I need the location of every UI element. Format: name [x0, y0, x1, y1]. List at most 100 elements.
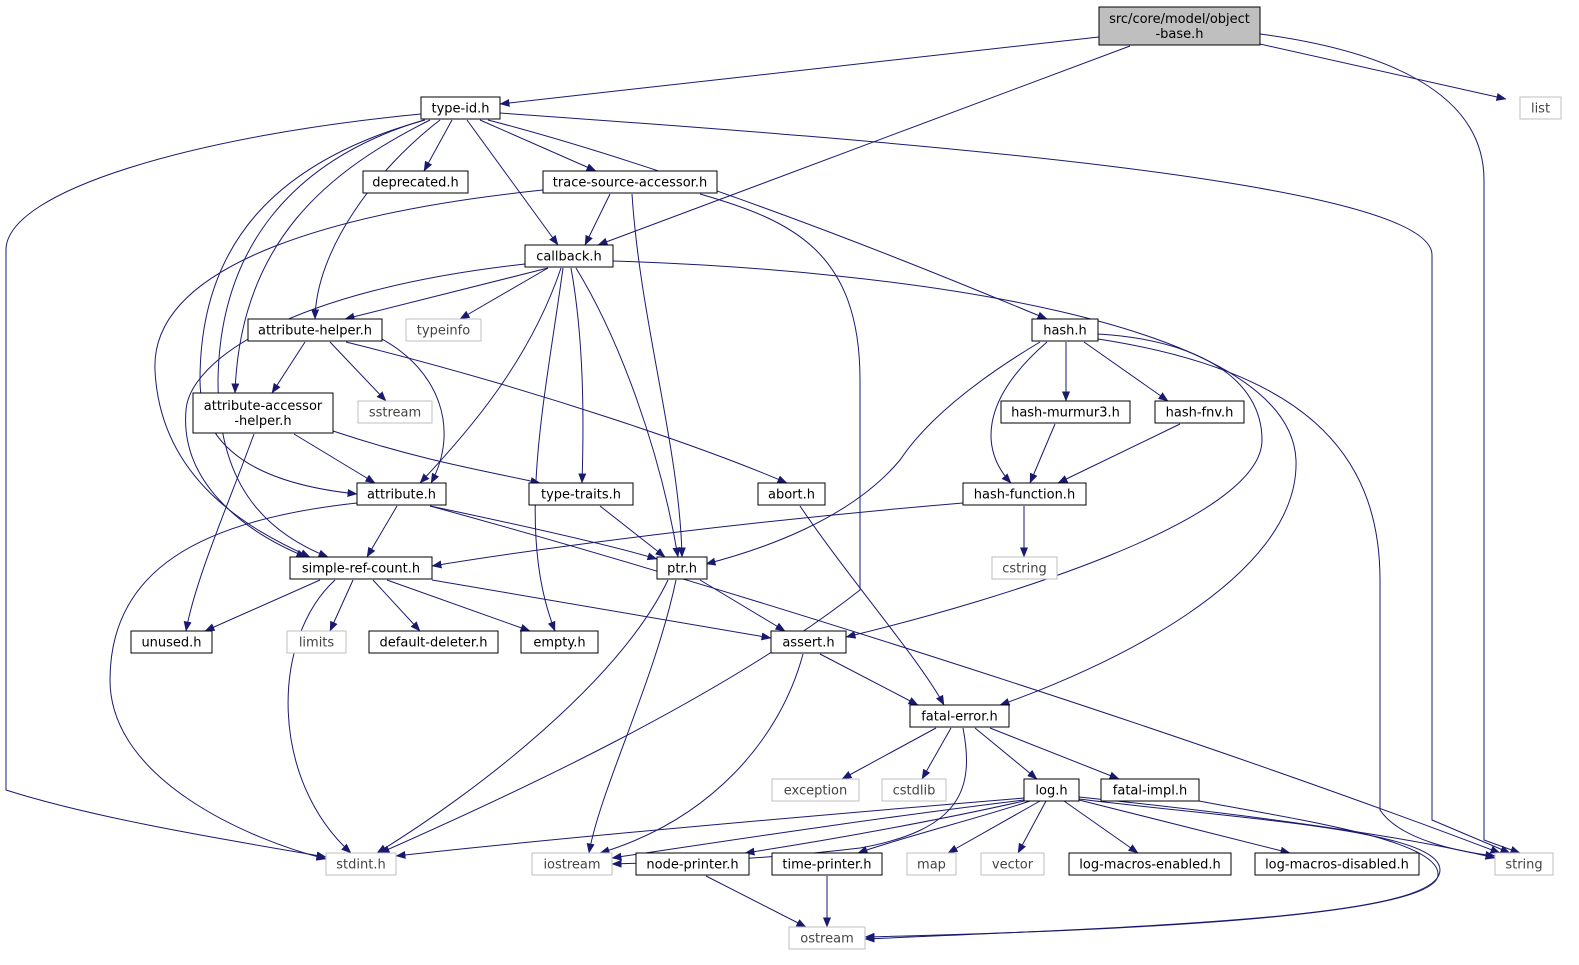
node-box-attribute-accessor-helper	[192, 392, 334, 434]
node-node-printer[interactable]: node-printer.h	[635, 852, 750, 876]
node-label-abort: abort.h	[768, 488, 815, 503]
node-default-deleter[interactable]: default-deleter.h	[368, 630, 499, 654]
edge-fatal-error-to-cstdlib	[921, 727, 952, 780]
edge-abort-to-fatal-error	[799, 505, 945, 706]
edge-simple-ref-count-to-limits	[329, 579, 354, 632]
node-label-simple-ref-count: simple-ref-count.h	[302, 562, 420, 577]
node-label-list: list	[1531, 102, 1550, 117]
node-label-log-macros-disabled: log-macros-disabled.h	[1265, 858, 1409, 873]
node-label-map: map	[917, 858, 946, 873]
edge-fatal-impl-to-ostream	[864, 800, 1439, 941]
node-callback[interactable]: callback.h	[524, 244, 614, 268]
node-deprecated[interactable]: deprecated.h	[362, 170, 469, 194]
node-box-exception	[771, 778, 860, 802]
edge-log-to-string	[1078, 796, 1496, 860]
node-box-attribute-helper	[247, 318, 383, 342]
edge-object-base-to-type-id	[499, 36, 1100, 107]
node-cstdlib: cstdlib	[881, 778, 947, 802]
node-box-map	[906, 852, 957, 876]
node-type-traits[interactable]: type-traits.h	[528, 482, 634, 506]
edge-assert-to-fatal-error	[819, 653, 919, 706]
edge-trace-source-accessor-to-callback	[584, 193, 611, 246]
node-label-exception: exception	[784, 784, 848, 799]
node-stdint: stdint.h	[325, 852, 397, 876]
edge-callback-to-typeinfo	[459, 267, 549, 320]
node-label-log: log.h	[1035, 784, 1067, 799]
node-empty[interactable]: empty.h	[520, 630, 599, 654]
node-fatal-error[interactable]: fatal-error.h	[909, 704, 1010, 728]
node-box-unused	[130, 630, 213, 654]
node-hash-function[interactable]: hash-function.h	[962, 482, 1087, 506]
node-ptr[interactable]: ptr.h	[656, 556, 708, 580]
node-time-printer[interactable]: time-printer.h	[771, 852, 883, 876]
node-box-cstring	[991, 556, 1058, 580]
edge-hash-to-hash-function	[990, 341, 1048, 484]
node-trace-source-accessor[interactable]: trace-source-accessor.h	[542, 170, 718, 194]
edge-simple-ref-count-to-assert	[431, 579, 772, 641]
node-box-assert	[770, 630, 847, 654]
node-label-stdint: stdint.h	[336, 858, 385, 873]
edge-type-id-to-attribute	[199, 119, 426, 497]
node-label-hash-murmur3: hash-murmur3.h	[1011, 406, 1120, 421]
edge-log-to-node-printer	[744, 800, 1025, 856]
edge-callback-to-attribute	[419, 267, 562, 484]
node-attribute-accessor-helper[interactable]: attribute-accessor-helper.h	[192, 392, 334, 434]
node-attribute[interactable]: attribute.h	[356, 482, 447, 506]
node-list: list	[1519, 96, 1562, 120]
edge-type-id-to-callback	[466, 119, 559, 246]
node-hash-fnv[interactable]: hash-fnv.h	[1154, 400, 1245, 424]
node-label-hash: hash.h	[1043, 324, 1087, 339]
node-hash[interactable]: hash.h	[1031, 318, 1099, 342]
edge-hash-to-assert	[845, 333, 1263, 639]
edge-ptr-to-iostream	[586, 579, 677, 854]
node-hash-murmur3[interactable]: hash-murmur3.h	[1000, 400, 1131, 424]
node-log-macros-enabled[interactable]: log-macros-enabled.h	[1068, 852, 1232, 876]
node-limits: limits	[286, 630, 347, 654]
edge-attribute-to-ptr	[429, 505, 658, 561]
edge-hash-to-string	[1097, 338, 1496, 859]
node-box-hash-murmur3	[1000, 400, 1131, 424]
node-ostream: ostream	[788, 926, 866, 950]
node-type-id[interactable]: type-id.h	[420, 96, 501, 120]
node-unused[interactable]: unused.h	[130, 630, 213, 654]
edge-object-base-to-callback	[597, 45, 1131, 246]
node-label-type-traits: type-traits.h	[541, 488, 621, 503]
node-label-fatal-impl: fatal-impl.h	[1113, 784, 1187, 799]
edge-simple-ref-count-to-unused	[204, 579, 321, 632]
node-attribute-helper[interactable]: attribute-helper.h	[247, 318, 383, 342]
edge-type-id-to-attribute-accessor-helper	[231, 119, 431, 394]
node-label-attribute-accessor-helper-line-2: -helper.h	[234, 414, 291, 429]
node-fatal-impl[interactable]: fatal-impl.h	[1100, 778, 1200, 802]
edge-simple-ref-count-to-default-deleter	[372, 579, 421, 632]
edge-ptr-to-stdint	[376, 579, 669, 854]
node-log-macros-disabled[interactable]: log-macros-disabled.h	[1254, 852, 1420, 876]
edge-simple-ref-count-to-empty	[386, 579, 531, 632]
node-box-log	[1023, 778, 1080, 802]
edge-fatal-error-to-fatal-impl	[989, 727, 1120, 780]
node-box-limits	[286, 630, 347, 654]
node-assert[interactable]: assert.h	[770, 630, 847, 654]
node-map: map	[906, 852, 957, 876]
node-box-attribute	[356, 482, 447, 506]
node-box-callback	[524, 244, 614, 268]
node-iostream: iostream	[531, 852, 613, 876]
node-box-deprecated	[362, 170, 469, 194]
edge-log-to-vector	[1017, 800, 1047, 854]
node-label-attribute: attribute.h	[367, 488, 436, 503]
edge-log-to-map	[947, 800, 1041, 854]
edge-type-id-to-string	[499, 112, 1511, 854]
edge-type-id-to-stdint	[5, 113, 422, 860]
node-label-object-base-line-2: -base.h	[1155, 27, 1203, 42]
node-box-fatal-error	[909, 704, 1010, 728]
edge-fatal-error-to-log	[974, 727, 1038, 780]
node-abort[interactable]: abort.h	[757, 482, 826, 506]
node-box-iostream	[531, 852, 613, 876]
node-label-type-id: type-id.h	[432, 102, 490, 117]
node-log[interactable]: log.h	[1023, 778, 1080, 802]
node-object-base[interactable]: src/core/model/object-base.h	[1098, 6, 1261, 46]
edge-object-base-to-list	[1259, 43, 1507, 101]
node-simple-ref-count[interactable]: simple-ref-count.h	[289, 556, 433, 580]
edge-type-id-to-trace-source-accessor	[479, 119, 597, 172]
node-label-callback: callback.h	[536, 250, 602, 265]
